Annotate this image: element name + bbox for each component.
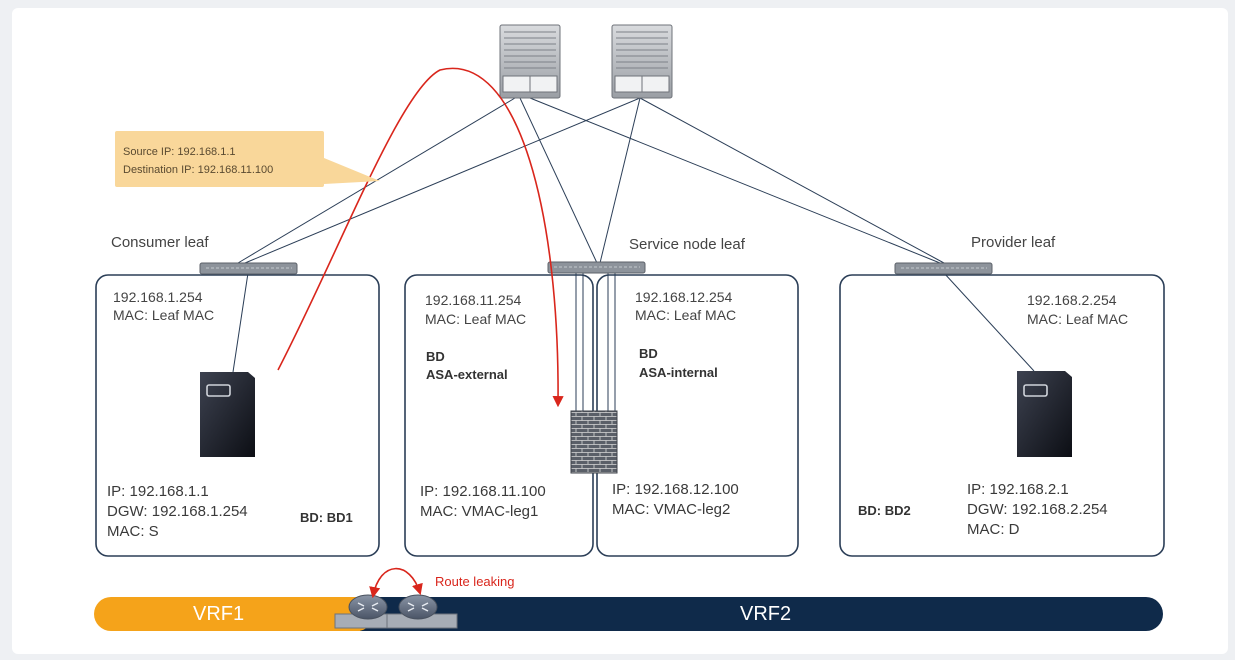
firewall-links [575, 272, 616, 418]
callout-source-ip: Source IP: 192.168.1.1 [123, 146, 236, 158]
provider-leaf-label: Provider leaf [971, 234, 1056, 251]
external-bd-label: BD [426, 349, 445, 364]
callout-pointer [324, 158, 380, 184]
route-leaking-label: Route leaking [435, 574, 515, 589]
server-icon [1017, 371, 1072, 457]
consumer-gateway-mac: MAC: Leaf MAC [113, 307, 215, 323]
consumer-bd-box [95, 274, 380, 557]
consumer-bd-label: BD: BD1 [300, 510, 353, 525]
leaf-switch-icon [547, 261, 646, 274]
external-asa-mac: MAC: VMAC-leg1 [420, 503, 539, 520]
traffic-flow-arrow [277, 67, 564, 408]
router-icon [386, 594, 458, 629]
link-spine1-provider [529, 97, 941, 264]
provider-gateway-mac: MAC: Leaf MAC [1027, 311, 1129, 327]
external-asa-ip: IP: 192.168.11.100 [420, 483, 546, 500]
provider-gateway-ip: 192.168.2.254 [1027, 292, 1117, 308]
service-node-leaf-label: Service node leaf [629, 236, 745, 253]
server-icon [200, 372, 255, 457]
external-gateway-mac: MAC: Leaf MAC [425, 311, 527, 327]
external-bd-name: ASA-external [426, 367, 508, 382]
diagram-card [12, 8, 1228, 654]
external-gateway-ip: 192.168.11.254 [425, 292, 522, 308]
provider-host-dgw: DGW: 192.168.2.254 [967, 501, 1108, 518]
internal-bd-name: ASA-internal [639, 365, 718, 380]
vrf1-label: VRF1 [193, 603, 245, 625]
vrf1-bar [94, 597, 374, 631]
consumer-host-ip: IP: 192.168.1.1 [107, 483, 209, 500]
leaf-switch-icon [894, 262, 993, 275]
provider-bd-box [839, 274, 1165, 557]
vrf2-label: VRF2 [740, 603, 792, 625]
link-spine2-provider [639, 97, 945, 264]
consumer-host-mac: MAC: S [107, 523, 159, 540]
internal-gateway-mac: MAC: Leaf MAC [635, 307, 737, 323]
flow-callout: Source IP: 192.168.1.1 Destination IP: 1… [115, 131, 324, 187]
link-provider-leaf-server [943, 272, 1035, 372]
link-spine1-service [519, 97, 598, 264]
provider-host-ip: IP: 192.168.2.1 [967, 481, 1069, 498]
consumer-gateway-ip: 192.168.1.254 [113, 289, 203, 305]
router-icon [334, 594, 404, 629]
leaf-switch-icon [199, 262, 298, 275]
internal-asa-mac: MAC: VMAC-leg2 [612, 501, 731, 518]
internal-gateway-ip: 192.168.12.254 [635, 289, 733, 305]
callout-destination-ip: Destination IP: 192.168.11.100 [123, 164, 274, 176]
fabric-links [232, 97, 1035, 373]
spine-switch-icon [611, 24, 673, 99]
consumer-leaf-label: Consumer leaf [111, 234, 209, 251]
spine-switch-icon [499, 24, 561, 99]
internal-bd-label: BD [639, 346, 658, 361]
internal-asa-ip: IP: 192.168.12.100 [612, 481, 739, 498]
vrf-bar [94, 597, 1163, 631]
vrf2-bar [340, 597, 1163, 631]
provider-bd-label: BD: BD2 [858, 503, 911, 518]
link-spine2-service [599, 97, 641, 264]
link-consumer-leaf-server [232, 272, 249, 373]
link-spine2-consumer [244, 97, 641, 264]
route-leaking-arrow [369, 567, 423, 599]
consumer-host-dgw: DGW: 192.168.1.254 [107, 503, 248, 520]
provider-host-mac: MAC: D [967, 521, 1020, 538]
firewall-icon [570, 410, 618, 474]
